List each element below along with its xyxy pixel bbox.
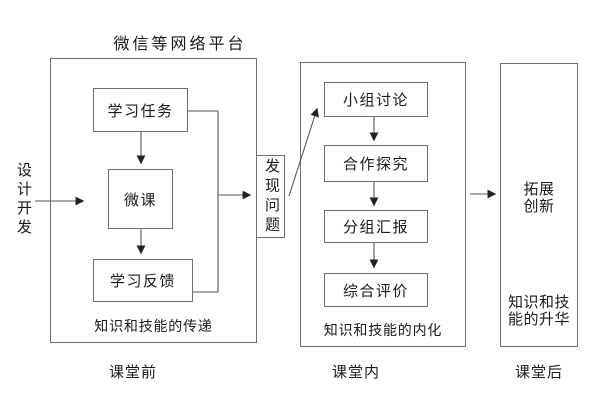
in-class-container-box (300, 62, 466, 347)
comprehensive-evaluation-box: 综合评价 (324, 273, 428, 307)
micro-lecture-box: 微课 (108, 169, 173, 229)
platform-label: 微信等网络平台 (113, 36, 247, 53)
cooperative-inquiry-label: 合作探究 (342, 157, 409, 173)
learning-task-label: 学习任务 (107, 103, 174, 120)
learning-feedback-label: 学习反馈 (109, 274, 176, 290)
stage-label-before-class: 课堂前 (108, 365, 158, 381)
internalization-caption: 知识和技能的内化 (323, 324, 443, 339)
cooperative-inquiry-box: 合作探究 (324, 145, 428, 182)
stage-label-in-class: 课堂内 (331, 365, 381, 381)
group-discussion-label: 小组讨论 (342, 93, 409, 109)
discover-problems-label: 发现问题 (263, 157, 279, 236)
sublimation-caption: 知识和技 能的升华 (507, 295, 570, 328)
post-class-box (500, 63, 578, 347)
group-report-label: 分组汇报 (342, 220, 409, 236)
learning-task-box: 学习任务 (93, 88, 188, 132)
comprehensive-evaluation-label: 综合评价 (342, 283, 409, 300)
learning-feedback-box: 学习反馈 (93, 259, 193, 302)
stage-label-after-class: 课堂后 (514, 365, 564, 381)
group-discussion-box: 小组讨论 (324, 82, 428, 117)
micro-lecture-label: 微课 (123, 192, 157, 209)
group-report-box: 分组汇报 (324, 210, 428, 243)
transfer-caption: 知识和技能的传递 (94, 320, 213, 335)
design-dev-label: 设计开发 (15, 162, 31, 238)
expand-innovation-label: 拓展 创新 (523, 182, 555, 215)
discover-problems-box: 发现问题 (256, 155, 285, 238)
